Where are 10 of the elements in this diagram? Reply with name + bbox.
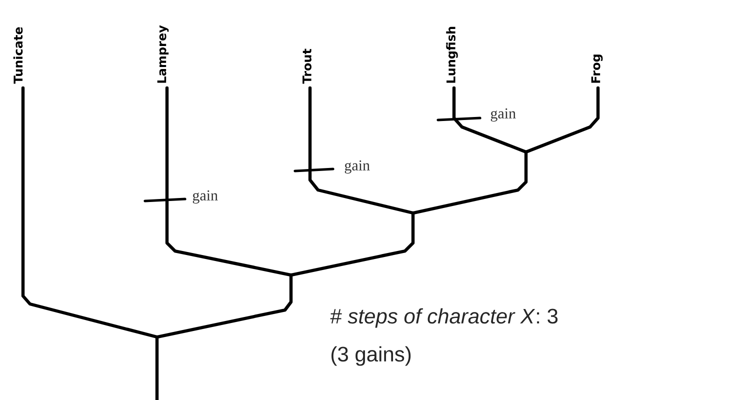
gain-label: gain: [490, 108, 516, 122]
gain-label: gain: [344, 160, 370, 174]
taxon-label: Lamprey: [157, 25, 169, 83]
gains-note: (3 gains): [332, 346, 411, 366]
taxon-label: Tunicate: [13, 27, 23, 84]
taxon-label: Frog: [591, 54, 603, 83]
steps-note: # steps of character X: 3: [330, 308, 558, 328]
gain-label: gain: [192, 190, 218, 204]
taxon-label: Lungfish: [446, 26, 458, 83]
taxon-label: Trout: [302, 48, 312, 84]
